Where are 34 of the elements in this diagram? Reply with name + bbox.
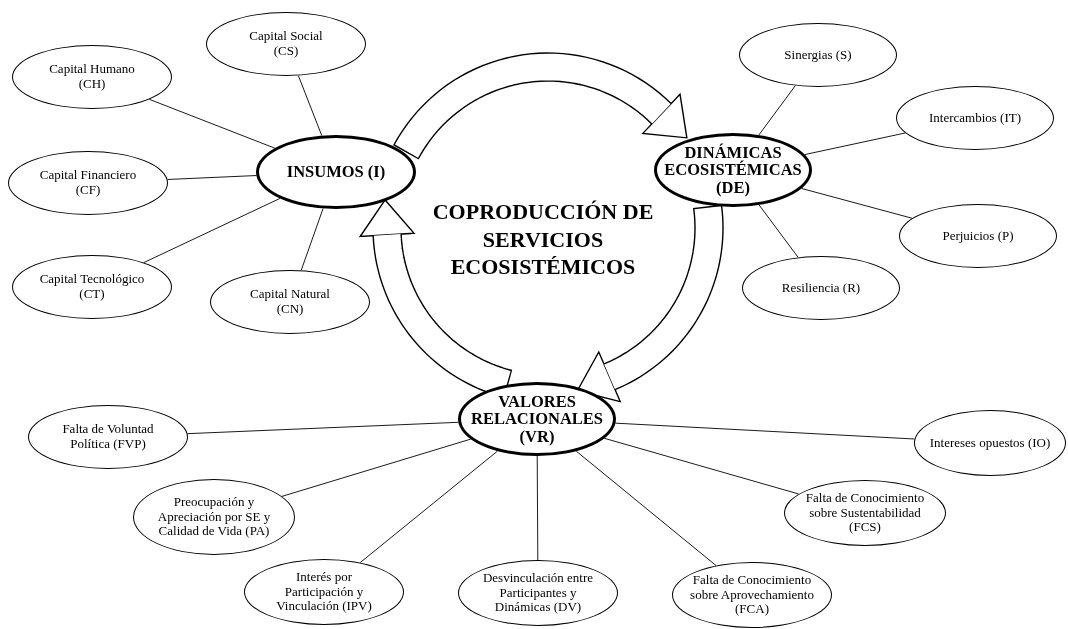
hub-ellipse [458, 382, 616, 456]
node-label: Sinergias (S) [784, 47, 852, 63]
connector-line [575, 450, 717, 566]
node-label: Capital Tecnológico (CT) [38, 272, 146, 302]
node-label: Resiliencia (R) [781, 280, 861, 296]
connector-line [297, 75, 323, 137]
node-label: Falta de Voluntad Política (FVP) [61, 422, 155, 452]
connector-line [603, 437, 800, 495]
node-label: DINÁMICAS ECOSISTÉMICAS (DE) [663, 144, 803, 196]
connector-line [801, 188, 913, 219]
node-label: Preocupación y Apreciación por SE y Calidad de Vida (PA) [156, 494, 272, 540]
node-label: Capital Financiero (CF) [38, 168, 138, 198]
connector-line [143, 197, 281, 264]
connector-line [148, 98, 276, 149]
node-label: Capital Natural (CN) [249, 287, 331, 317]
diagram-title: COPRODUCCIÓN DE SERVICIOS ECOSISTÉMICOS [431, 198, 655, 281]
node-label: Intercambios (IT) [928, 110, 1021, 126]
connector-line [167, 175, 257, 180]
connector-line [615, 422, 915, 440]
node-label: Falta de Conocimiento sobre Aprovechamiento (FCA) [689, 572, 815, 618]
node-label: Perjuicios (P) [942, 228, 1014, 244]
node-label: Falta de Conocimiento sobre Sustentabilidad (FCS) [804, 490, 926, 536]
connector-line [536, 455, 539, 561]
node-label: Intereses opuestos (IO) [929, 435, 1051, 451]
node-label: VALORES RELACIONALES (VR) [469, 393, 604, 445]
node-label: Capital Humano (CH) [48, 62, 136, 92]
connector-line [300, 208, 324, 271]
node-label: INSUMOS (I) [286, 163, 386, 181]
connector-line [187, 421, 459, 435]
node-label: Capital Social (CS) [248, 29, 324, 59]
node-label: Interés por Participación y Vinculación (IPV) [275, 569, 373, 615]
node-label: Desvinculación entre Participantes y Dinámicas (DV) [481, 570, 595, 616]
connector-line [359, 450, 498, 564]
connector-line [281, 438, 472, 497]
